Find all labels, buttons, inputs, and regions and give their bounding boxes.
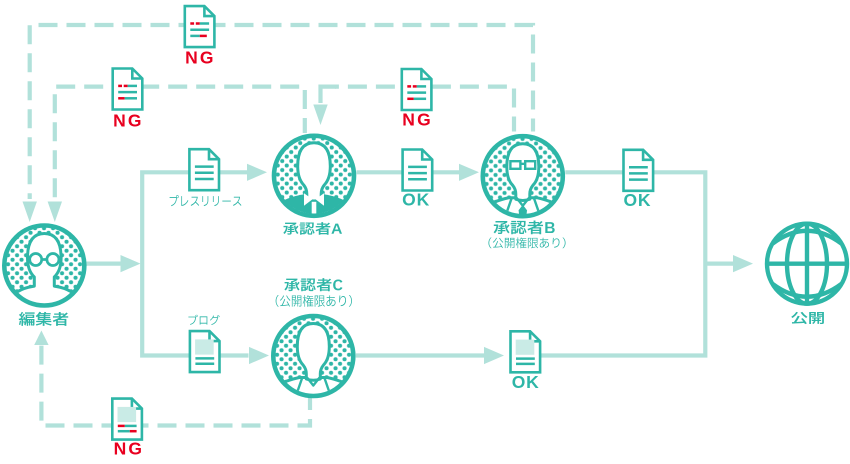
svg-text:NG: NG: [402, 110, 433, 130]
svg-text:NG: NG: [113, 110, 144, 130]
svg-text:NG: NG: [114, 439, 145, 459]
svg-text:OK: OK: [623, 190, 651, 210]
svg-text:NG: NG: [185, 48, 216, 68]
svg-text:OK: OK: [402, 189, 430, 209]
svg-text:OK: OK: [512, 372, 540, 392]
